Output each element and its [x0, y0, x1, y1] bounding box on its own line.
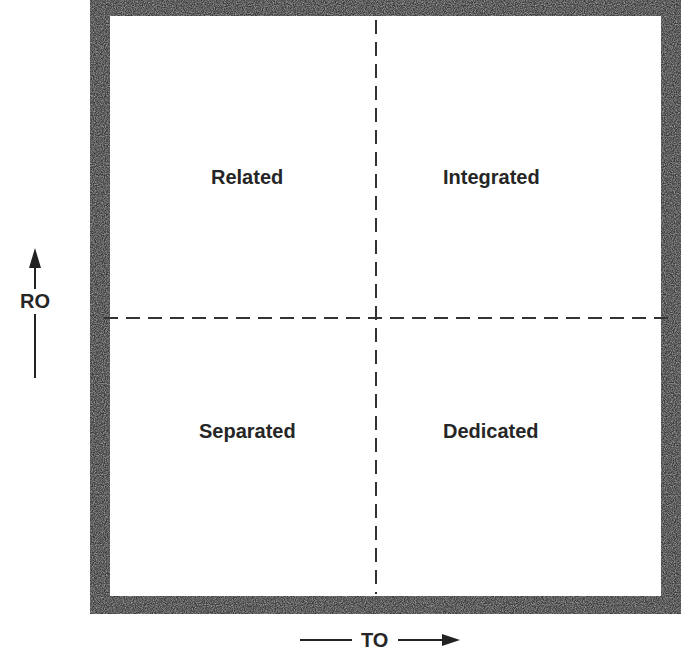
quadrant-label: Separated — [199, 420, 296, 442]
quadrant-label: Dedicated — [443, 420, 539, 442]
divider-vertical — [375, 20, 377, 594]
axis-arrow-shaft — [300, 639, 352, 641]
frame-inner — [110, 16, 661, 596]
axis-arrow-shaft — [34, 265, 36, 289]
axis-label: TO — [361, 629, 388, 651]
axis-arrow-head — [442, 634, 460, 646]
quadrant-label: Related — [211, 166, 283, 188]
axis-arrow-shaft — [34, 314, 36, 378]
divider-horizontal — [104, 317, 672, 319]
axis-label: RO — [20, 290, 50, 312]
frame-grain — [90, 0, 681, 614]
axis-arrow-head — [29, 248, 41, 268]
axis-arrow-shaft — [398, 639, 445, 641]
frame-border — [90, 0, 681, 614]
quadrant-label: Integrated — [443, 166, 540, 188]
